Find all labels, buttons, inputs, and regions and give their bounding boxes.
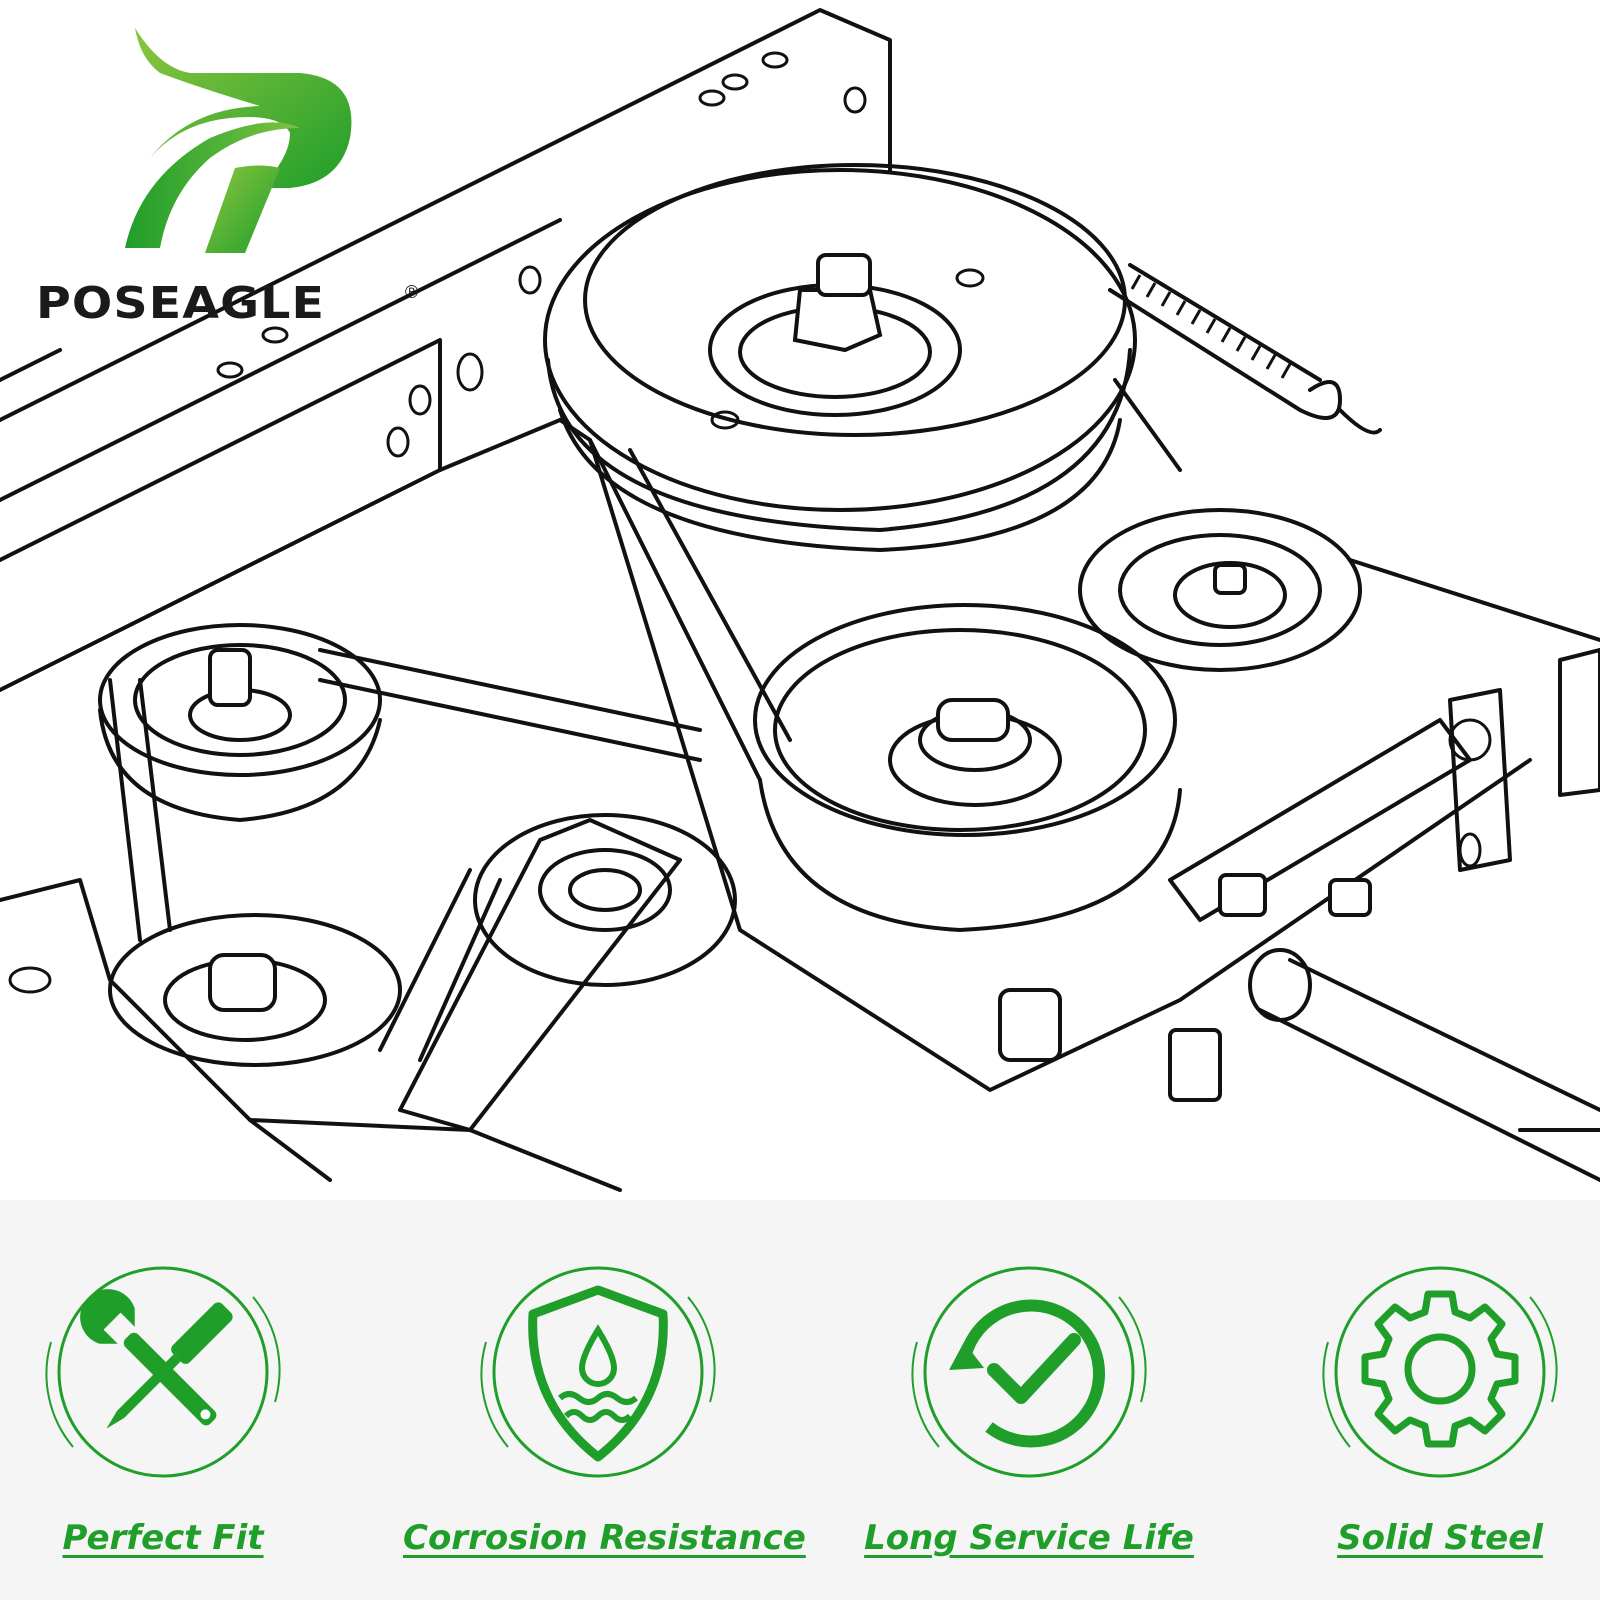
wrench-screwdriver-icon [45, 1266, 281, 1478]
gear-icon [1322, 1266, 1558, 1478]
feature-perfect-fit: Perfect Fit [0, 1252, 358, 1592]
feature-label: Solid Steel [1337, 1518, 1543, 1558]
brand-name: POSEAGLE [36, 278, 326, 329]
feature-long-service-life: Long Service Life [834, 1252, 1224, 1592]
feature-label: Corrosion Resistance [403, 1518, 806, 1558]
features-panel: Perfect Fit Corrosion Resistance Long Se… [0, 1200, 1600, 1600]
feature-solid-steel: Solid Steel [1245, 1252, 1600, 1592]
eagle-p-logo [125, 28, 352, 253]
mower-deck-illustration [0, 8, 1600, 1192]
shield-water-drop-icon [480, 1266, 716, 1478]
circular-arrow-check-icon [911, 1266, 1147, 1478]
feature-label: Long Service Life [864, 1518, 1194, 1558]
feature-corrosion-resistance: Corrosion Resistance [403, 1252, 806, 1592]
feature-label: Perfect Fit [62, 1518, 264, 1558]
registered-mark: ® [405, 282, 419, 302]
